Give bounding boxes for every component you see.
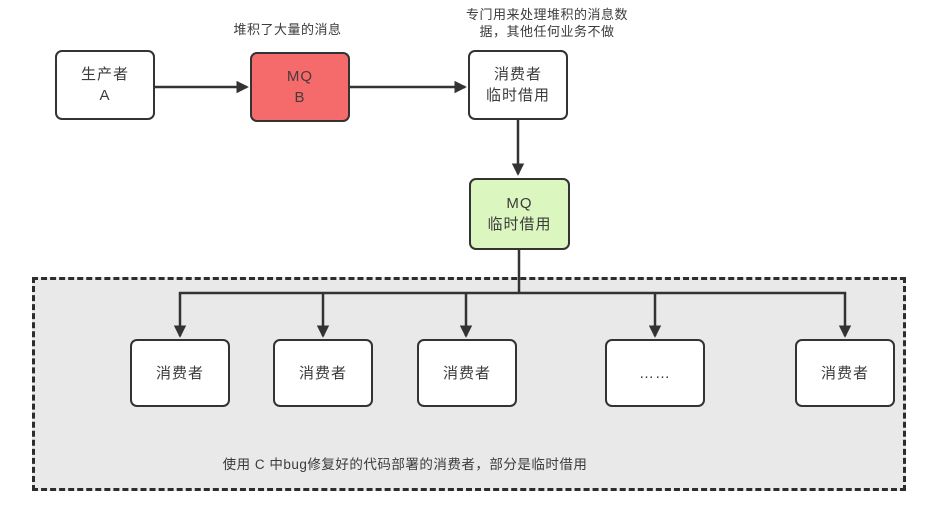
node-consumer-3: 消费者	[417, 339, 517, 407]
dedicated-note-line1: 专门用来处理堆积的消息数	[465, 7, 628, 22]
node-consumer-2: 消费者	[273, 339, 373, 407]
node-mq-b: MQ B	[250, 52, 350, 122]
mq-b-label-line1: MQ	[286, 68, 314, 85]
node-consumer-ellipsis: ……	[605, 339, 705, 407]
label-accumulated-messages: 堆积了大量的消息	[233, 22, 342, 37]
consumer-ellipsis-label: ……	[639, 364, 671, 382]
label-region-note: 使用 C 中bug修复好的代码部署的消费者，部分是临时借用	[222, 457, 588, 472]
node-consumer-temp: 消费者 临时借用	[468, 50, 568, 120]
mq-temp-label-line2: 临时借用	[487, 216, 552, 233]
mq-temp-label-line1: MQ	[506, 195, 533, 212]
consumer-5-label: 消费者	[820, 364, 869, 382]
label-dedicated-consumer-note: 专门用来处理堆积的消息数 据，其他任何业务不做	[437, 6, 657, 40]
consumer-temp-label-line2: 临时借用	[485, 87, 550, 104]
producer-label-line2: A	[99, 87, 111, 104]
mq-b-label-line2: B	[294, 89, 306, 106]
node-mq-temp: MQ 临时借用	[469, 178, 570, 250]
node-consumer-1: 消费者	[130, 339, 230, 407]
consumer-3-label: 消费者	[442, 364, 491, 382]
producer-label-line1: 生产者	[80, 66, 129, 83]
dedicated-note-line2: 据，其他任何业务不做	[479, 24, 615, 39]
node-producer-a: 生产者 A	[55, 50, 155, 120]
node-consumer-5: 消费者	[795, 339, 895, 407]
consumer-temp-label-line1: 消费者	[493, 66, 542, 83]
consumer-1-label: 消费者	[155, 364, 204, 382]
consumer-2-label: 消费者	[298, 364, 347, 382]
